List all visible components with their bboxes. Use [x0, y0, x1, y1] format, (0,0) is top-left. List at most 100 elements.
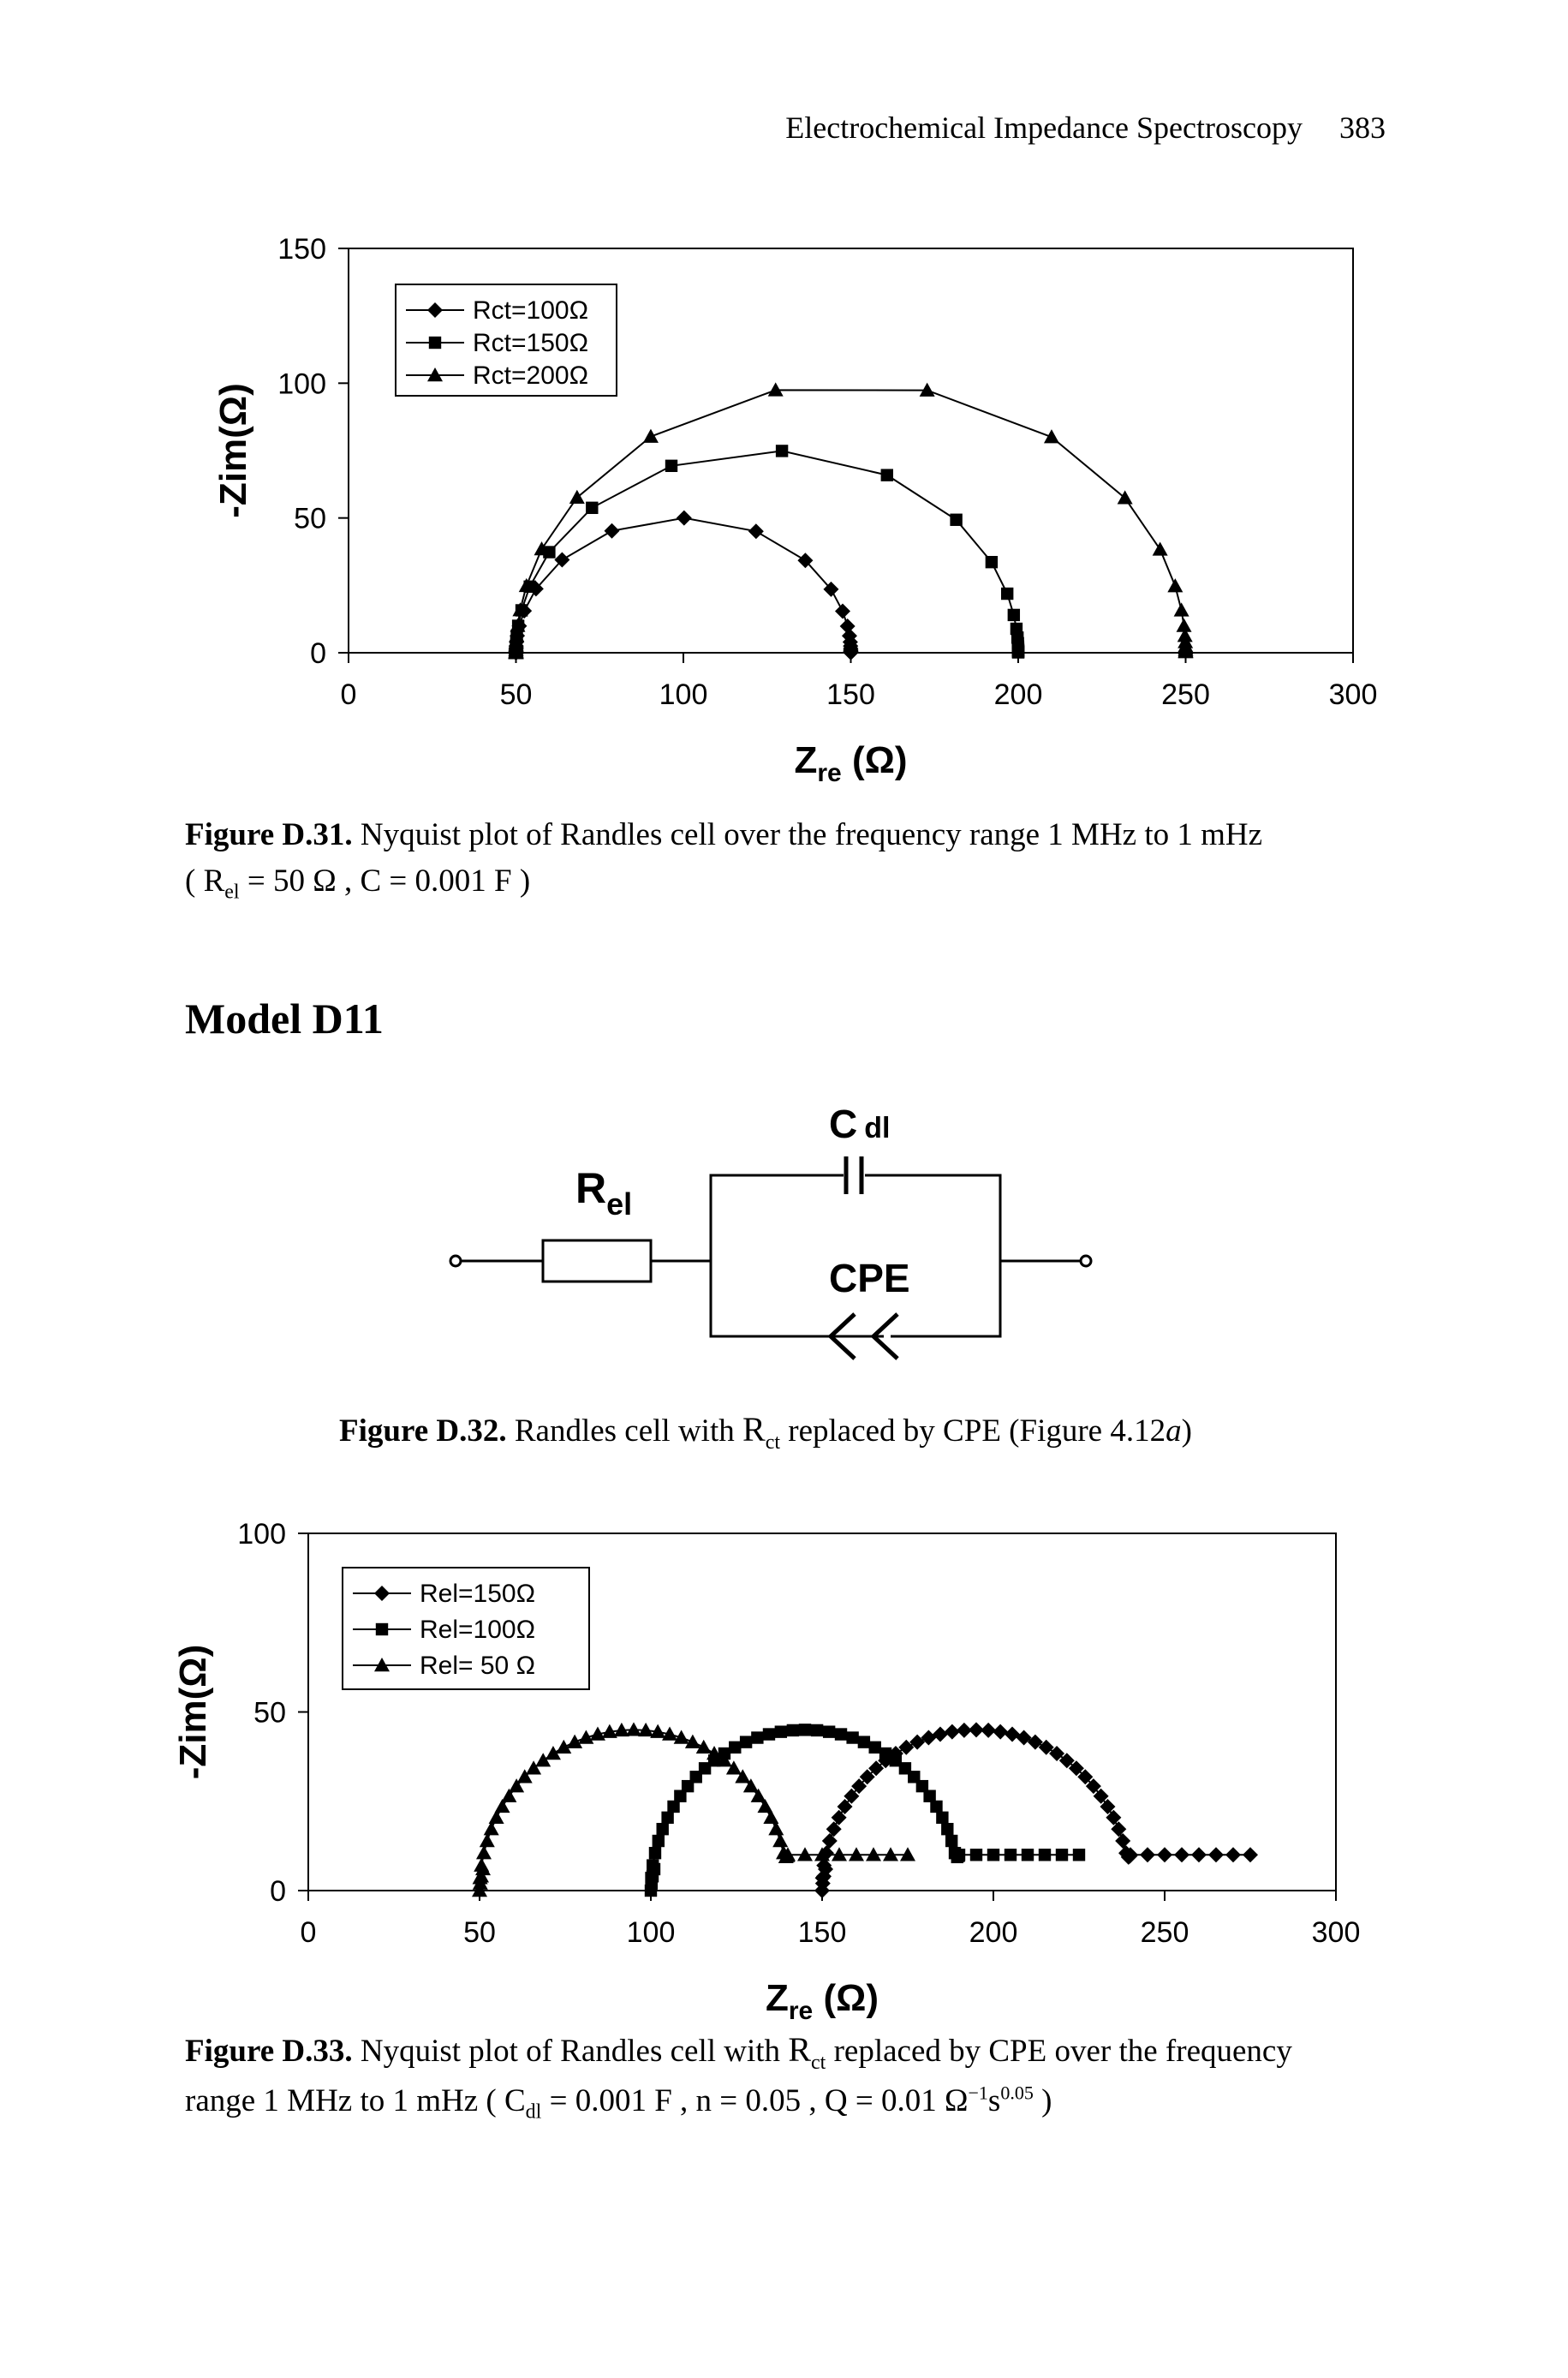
- x-tick-label: 50: [500, 678, 533, 711]
- data-point: [569, 489, 585, 505]
- data-point: [508, 644, 524, 660]
- data-point: [826, 1821, 842, 1837]
- data-point: [475, 1845, 492, 1860]
- data-point: [1176, 618, 1192, 632]
- data-point: [604, 523, 620, 539]
- data-point: [526, 1760, 542, 1775]
- data-point: [518, 577, 534, 593]
- data-point: [767, 382, 784, 397]
- data-point: [1010, 622, 1023, 636]
- running-title: Electrochemical Impedance Spectroscopy: [785, 111, 1303, 145]
- data-point: [969, 1722, 984, 1738]
- data-point: [822, 1725, 836, 1738]
- data-point: [816, 1857, 832, 1873]
- data-point: [742, 1778, 759, 1793]
- data-point: [945, 1834, 958, 1848]
- data-point: [1005, 1726, 1021, 1742]
- data-point: [985, 555, 999, 569]
- page-number: 383: [1339, 111, 1386, 145]
- y-axis-label: -Zim(Ω): [212, 383, 254, 517]
- data-point: [909, 1734, 926, 1750]
- figure-d31-formula: ( Rel = 50 Ω , C = 0.001 F ): [185, 863, 531, 904]
- figure-d33-text-post: replaced by CPE over the frequency: [833, 2034, 1292, 2069]
- data-point: [1225, 1847, 1241, 1863]
- resistor-rel: [541, 1239, 653, 1283]
- data-point: [1058, 1753, 1075, 1769]
- data-point: [661, 1811, 674, 1825]
- legend-label: Rel=150Ω: [420, 1580, 535, 1608]
- figure-d32-caption: Figure D.32. Randles cell with Rct repla…: [339, 1405, 1386, 1458]
- legend-label: Rct=200Ω: [473, 361, 588, 390]
- data-point: [1068, 1760, 1084, 1777]
- data-point: [879, 1747, 892, 1760]
- x-tick-label: 100: [659, 678, 708, 711]
- data-point: [674, 1789, 687, 1802]
- data-point: [650, 1724, 666, 1738]
- series-line: [515, 450, 1019, 653]
- data-point: [868, 1760, 885, 1777]
- data-point: [930, 1800, 943, 1813]
- data-point: [748, 523, 764, 540]
- data-point: [673, 1730, 689, 1744]
- y-tick-label: 50: [294, 503, 326, 535]
- data-point: [1173, 602, 1189, 617]
- data-point: [849, 1847, 864, 1861]
- data-point: [578, 1730, 594, 1744]
- section-title: Model D11: [185, 995, 384, 1043]
- data-point: [841, 628, 857, 644]
- data-point: [786, 1724, 800, 1737]
- data-point: [1191, 1847, 1207, 1863]
- data-point: [534, 541, 550, 556]
- data-point: [638, 1722, 654, 1737]
- data-point: [772, 1833, 789, 1848]
- data-point: [921, 1730, 937, 1746]
- data-point: [1085, 1778, 1101, 1795]
- left-terminal: [449, 1254, 462, 1268]
- data-point: [698, 1762, 712, 1775]
- y-axis-label: -Zim(Ω): [172, 1645, 214, 1779]
- data-point: [472, 1870, 488, 1885]
- x-tick-label: 250: [1141, 1916, 1189, 1949]
- data-point: [589, 1726, 605, 1741]
- data-point: [1004, 1849, 1017, 1861]
- data-point: [823, 581, 839, 597]
- data-point: [662, 1726, 678, 1741]
- figure-d31-caption: Figure D.31. Nyquist plot of Randles cel…: [185, 812, 1386, 907]
- data-point: [932, 1726, 948, 1742]
- data-point: [601, 1724, 617, 1738]
- y-tick-label: 100: [277, 367, 326, 400]
- series-line: [515, 517, 852, 653]
- figure-d32-label: Figure D.32.: [339, 1413, 507, 1449]
- legend-label: Rct=150Ω: [473, 329, 588, 357]
- cpe-chevron-2: [870, 1312, 899, 1360]
- data-point: [586, 501, 599, 515]
- rct-symbol: Rct: [742, 1410, 781, 1454]
- y-tick-label: 0: [310, 637, 326, 670]
- data-point: [900, 1847, 915, 1861]
- x-axis-label: Zre (Ω): [766, 1977, 879, 2025]
- x-tick-label: 150: [798, 1916, 847, 1949]
- data-point: [763, 1809, 779, 1825]
- data-point: [645, 1872, 658, 1885]
- data-point: [898, 1739, 915, 1755]
- circuit-diagram: [449, 1156, 1093, 1360]
- data-point: [1016, 1730, 1032, 1746]
- data-point: [1007, 608, 1021, 622]
- data-point: [1000, 587, 1014, 600]
- data-point: [993, 1724, 1009, 1740]
- data-point: [556, 1739, 572, 1754]
- data-point: [509, 628, 525, 642]
- data-point: [821, 1833, 838, 1849]
- data-point: [832, 1847, 847, 1861]
- x-tick-label: 0: [301, 1916, 317, 1949]
- data-point: [656, 1822, 669, 1836]
- data-point: [1208, 1847, 1224, 1863]
- right-terminal: [1079, 1254, 1093, 1268]
- x-tick-label: 150: [826, 678, 875, 711]
- x-axis-label: Zre (Ω): [794, 739, 907, 787]
- data-point: [1077, 1769, 1094, 1785]
- data-point: [535, 1753, 551, 1767]
- data-point: [665, 459, 678, 473]
